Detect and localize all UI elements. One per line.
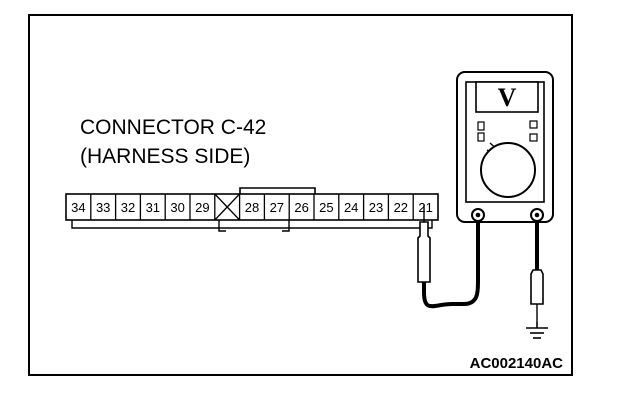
- range-marker-3: [529, 120, 538, 129]
- probe-handle: [417, 221, 431, 283]
- voltmeter: V: [456, 71, 554, 223]
- ground-probe: [530, 269, 544, 322]
- connector-c42: 34 33 32 31 30 29 28 27 26 25 24 23 22 21: [65, 187, 439, 232]
- pin-25: 25: [319, 200, 333, 215]
- connector-title: CONNECTOR C-42: [80, 116, 266, 139]
- pin-26: 26: [294, 200, 308, 215]
- jack-left-center: [475, 212, 481, 218]
- jack-right-center: [534, 212, 540, 218]
- figure-frame: [28, 14, 573, 376]
- pin-blank-cross: [214, 193, 241, 221]
- pin-22: 22: [394, 200, 408, 215]
- range-marker-4: [529, 133, 538, 142]
- pin-28: 28: [245, 200, 259, 215]
- connector-top-tab: [239, 187, 316, 194]
- pin-32: 32: [121, 200, 135, 215]
- ground-probe-handle: [530, 269, 544, 305]
- range-marker-2: [477, 132, 485, 142]
- ground-symbol-icon: [526, 322, 548, 339]
- voltmeter-display: [475, 81, 539, 113]
- figure-code: AC002140AC: [470, 355, 564, 372]
- connector-pins: 34 33 32 31 30 29 28 27 26 25 24 23 22 21: [71, 193, 433, 221]
- pin-31: 31: [146, 200, 160, 215]
- pin-30: 30: [170, 200, 184, 215]
- range-marker-1: [477, 121, 485, 131]
- pin-33: 33: [96, 200, 110, 215]
- test-lead-probe: [422, 220, 480, 309]
- pin-21: 21: [418, 200, 432, 215]
- selector-dial: [480, 142, 536, 198]
- pin-34: 34: [71, 200, 85, 215]
- test-probe: [417, 205, 431, 283]
- latch-hook-right: [282, 220, 290, 232]
- latch-hook-left: [218, 220, 226, 232]
- connector-subtitle: (HARNESS SIDE): [80, 145, 250, 168]
- pin-29: 29: [195, 200, 209, 215]
- connector-housing: [65, 193, 439, 221]
- voltmeter-display-text: V: [498, 83, 517, 112]
- connector-lower-lip: [71, 220, 433, 229]
- pin-23: 23: [369, 200, 383, 215]
- pin-27: 27: [270, 200, 284, 215]
- pin-24: 24: [344, 200, 358, 215]
